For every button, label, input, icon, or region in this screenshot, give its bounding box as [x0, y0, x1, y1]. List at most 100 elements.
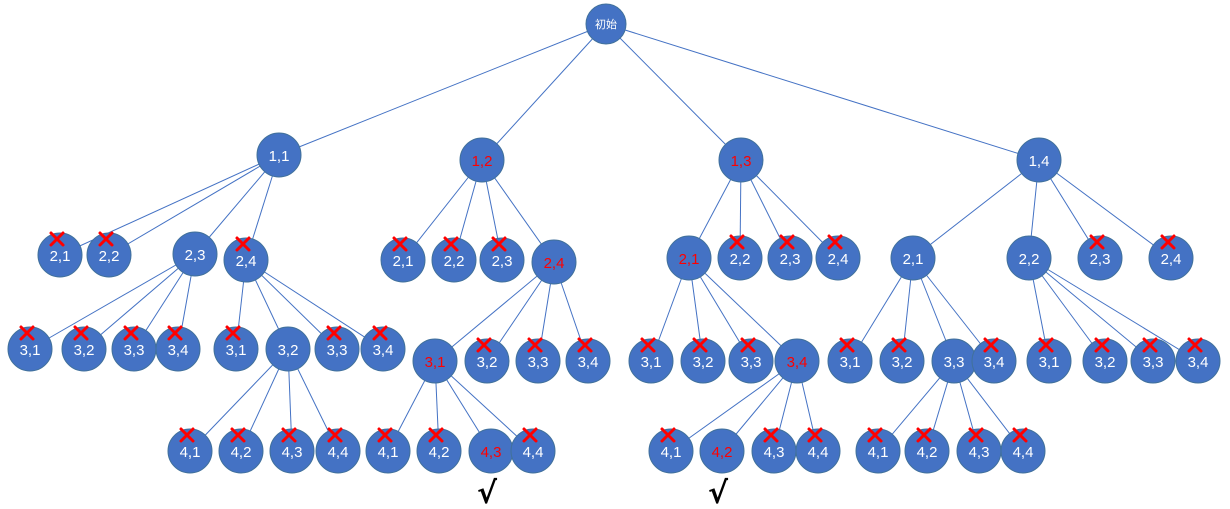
tree-node: 2,2	[717, 235, 763, 281]
node-label: 4,3	[764, 444, 785, 461]
node-label: 2,3	[185, 247, 206, 264]
node-circle	[172, 231, 218, 277]
cross-mark-icon	[1089, 234, 1105, 250]
node-label: 4,4	[808, 444, 829, 461]
tree-node: 3,4	[155, 326, 201, 372]
tree-node: 3,2	[680, 338, 726, 384]
tree-node: 1,4	[1016, 137, 1062, 183]
node-label: 3,1	[840, 354, 861, 371]
cross-mark-icon	[179, 427, 195, 443]
node-circle	[648, 428, 694, 474]
node-circle	[365, 428, 411, 474]
node-circle	[971, 338, 1017, 384]
node-circle	[767, 235, 813, 281]
node-circle	[213, 326, 259, 372]
tree-node: 3,1	[7, 326, 53, 372]
node-label: 2,3	[1090, 251, 1111, 268]
cross-mark-icon	[1160, 234, 1176, 250]
cross-mark-icon	[779, 234, 795, 250]
node-label: 3,3	[528, 354, 549, 371]
cross-mark-icon	[867, 427, 883, 443]
node-label: 4,1	[180, 444, 201, 461]
cross-mark-icon	[235, 236, 251, 252]
node-label: 4,2	[231, 444, 252, 461]
node-circle	[314, 326, 360, 372]
tree-node: 3,4	[1175, 338, 1221, 384]
tree-node: 4,1	[365, 428, 411, 474]
cross-mark-icon	[763, 427, 779, 443]
node-circle	[86, 232, 132, 278]
node-circle	[855, 428, 901, 474]
node-label: 4,4	[328, 444, 349, 461]
node-label: 2,4	[1161, 251, 1182, 268]
node-label: 3,1	[20, 342, 41, 359]
node-circle	[1175, 338, 1221, 384]
node-circle	[218, 428, 264, 474]
cross-mark-icon	[577, 337, 593, 353]
node-circle	[728, 338, 774, 384]
node-label: 4,4	[523, 444, 544, 461]
cross-mark-icon	[522, 427, 538, 443]
cross-mark-icon	[377, 427, 393, 443]
node-label: 2,1	[679, 251, 700, 268]
node-label: 3,2	[477, 354, 498, 371]
node-label: 2,2	[1019, 251, 1040, 268]
tree-node: 3,1	[1026, 338, 1072, 384]
cross-mark-icon	[891, 337, 907, 353]
cross-mark-icon	[19, 325, 35, 341]
tree-node: 2,1	[890, 235, 936, 281]
tree-node: 3,3	[931, 338, 977, 384]
node-circle	[431, 237, 477, 283]
tree-edge	[189, 348, 289, 452]
node-label: 3,3	[124, 342, 145, 359]
cross-mark-icon	[476, 337, 492, 353]
node-circle	[37, 232, 83, 278]
tree-edge	[688, 257, 798, 362]
node-circle	[1082, 338, 1128, 384]
tree-node: 3,4	[565, 338, 611, 384]
tree-node: 3,2	[265, 326, 311, 372]
node-label: 1,1	[269, 148, 290, 165]
node-circle	[479, 237, 525, 283]
node-circle	[360, 326, 406, 372]
node-label: 4,1	[868, 444, 889, 461]
node-label: 2,1	[393, 253, 414, 270]
node-label: 初始	[595, 17, 617, 31]
node-label: 3,3	[741, 354, 762, 371]
node-circle	[416, 428, 462, 474]
tree-node: 3,2	[464, 338, 510, 384]
tree-node: 初始	[585, 3, 627, 45]
node-circle	[380, 237, 426, 283]
node-circle	[315, 428, 361, 474]
node-label: 2,3	[780, 251, 801, 268]
node-circle	[1077, 235, 1123, 281]
tree-node: 4,3	[751, 428, 797, 474]
node-circle	[815, 235, 861, 281]
node-label: 2,3	[492, 253, 513, 270]
node-label: 2,1	[50, 248, 71, 265]
cross-mark-icon	[807, 427, 823, 443]
cross-mark-icon	[491, 236, 507, 252]
tree-node: 3,2	[61, 326, 107, 372]
tree-node: 3,3	[515, 338, 561, 384]
tree-node: 4,2	[416, 428, 462, 474]
tree-edge	[1028, 257, 1154, 362]
node-label: 3,1	[1039, 354, 1060, 371]
tree-node: 2,4	[815, 235, 861, 281]
tree-node: 3,1	[827, 338, 873, 384]
tree-node: 1,3	[718, 137, 764, 183]
cross-mark-icon	[729, 234, 745, 250]
node-label: 4,3	[282, 444, 303, 461]
tree-node: 3,4	[774, 338, 820, 384]
node-label: 3,4	[787, 354, 808, 371]
tree-edge	[83, 253, 196, 350]
node-label: 4,4	[1013, 444, 1034, 461]
tree-node: 4,3	[956, 428, 1002, 474]
node-label: 4,1	[661, 444, 682, 461]
node-label: 2,4	[544, 255, 565, 272]
tree-node: 3,2	[1082, 338, 1128, 384]
tree-edge	[1028, 257, 1199, 362]
tree-edge	[1038, 159, 1172, 259]
tree-node: 3,3	[728, 338, 774, 384]
